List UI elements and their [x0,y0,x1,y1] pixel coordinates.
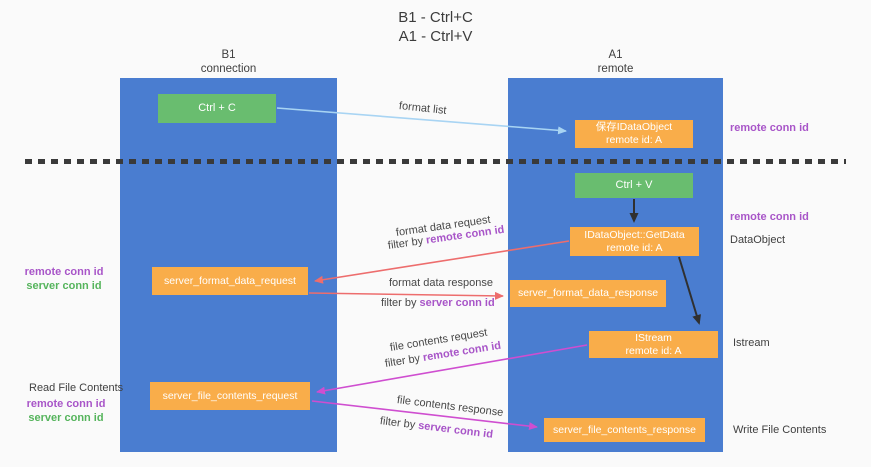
filter-by-text: filter by [381,297,420,309]
file-contents-response-arrow [311,400,538,431]
server-format-data-response-box: server_format_data_response [510,280,666,307]
server-conn-id-text: server conn id [419,297,495,309]
istream-line2: remote id: A [625,344,682,357]
title-line-2: A1 - Ctrl+V [398,28,473,45]
format-list-arrow [276,107,567,135]
lifeline-b1-role: connection [200,63,257,75]
ctrl-c-box: Ctrl + C [158,94,276,123]
right-write-file-contents-label: Write File Contents [733,424,827,436]
left-server-conn-id-2: server conn id [28,411,104,424]
saved-idataobject-line2: remote id: A [605,134,663,146]
server-format-data-request-box: server_format_data_request [152,267,308,295]
lifeline-a1-role: remote [597,63,634,75]
left-conn-id-group-1: remote conn id server conn id [20,266,108,293]
getdata-line2: remote id: A [606,241,663,254]
file-contents-request-arrow [316,344,588,395]
lifeline-a1-name: A1 [608,49,623,61]
format-data-response-arrow [308,291,504,300]
istream-line1: IStream [635,331,672,344]
lifeline-header-b1: B1 connection [120,48,337,76]
left-remote-conn-id-2: remote conn id [26,398,106,410]
left-conn-id-group-2: remote conn id server conn id [22,398,110,425]
lifeline-header-a1: A1 remote [508,48,723,76]
idataobject-getdata-box: IDataObject::GetData remote id: A [570,227,699,256]
saved-idataobject-line1: 保存IDataObject [595,121,673,133]
left-server-conn-id-1: server conn id [26,279,102,292]
format-data-request-arrow [314,240,570,284]
diagram-title: B1 - Ctrl+C A1 - Ctrl+V [0,8,871,46]
left-remote-conn-id-1: remote conn id [24,266,104,278]
format-data-response-label: format data response [389,277,493,289]
phase-separator-dashed-line [25,159,846,164]
getdata-line1: IDataObject::GetData [584,228,685,241]
filter-by-server-conn-id-label-1: filter by server conn id [381,297,495,309]
ctrl-v-box: Ctrl + V [575,173,693,198]
istream-box: IStream remote id: A [589,331,718,358]
saved-idataobject-box: 保存IDataObject remote id: A [575,120,693,148]
server-file-contents-response-box: server_file_contents_response [544,418,705,442]
getdata-to-istream-arrow [678,256,701,325]
server-file-contents-request-box: server_file_contents_request [150,382,310,410]
right-remote-conn-id-2: remote conn id [730,211,809,223]
left-read-file-contents-label: Read File Contents [29,382,124,394]
right-istream-label: Istream [733,337,770,349]
right-dataobject-label: DataObject [730,234,786,246]
right-remote-conn-id-1: remote conn id [730,122,809,134]
title-line-1: B1 - Ctrl+C [398,9,473,26]
lifeline-b1-name: B1 [221,49,236,61]
